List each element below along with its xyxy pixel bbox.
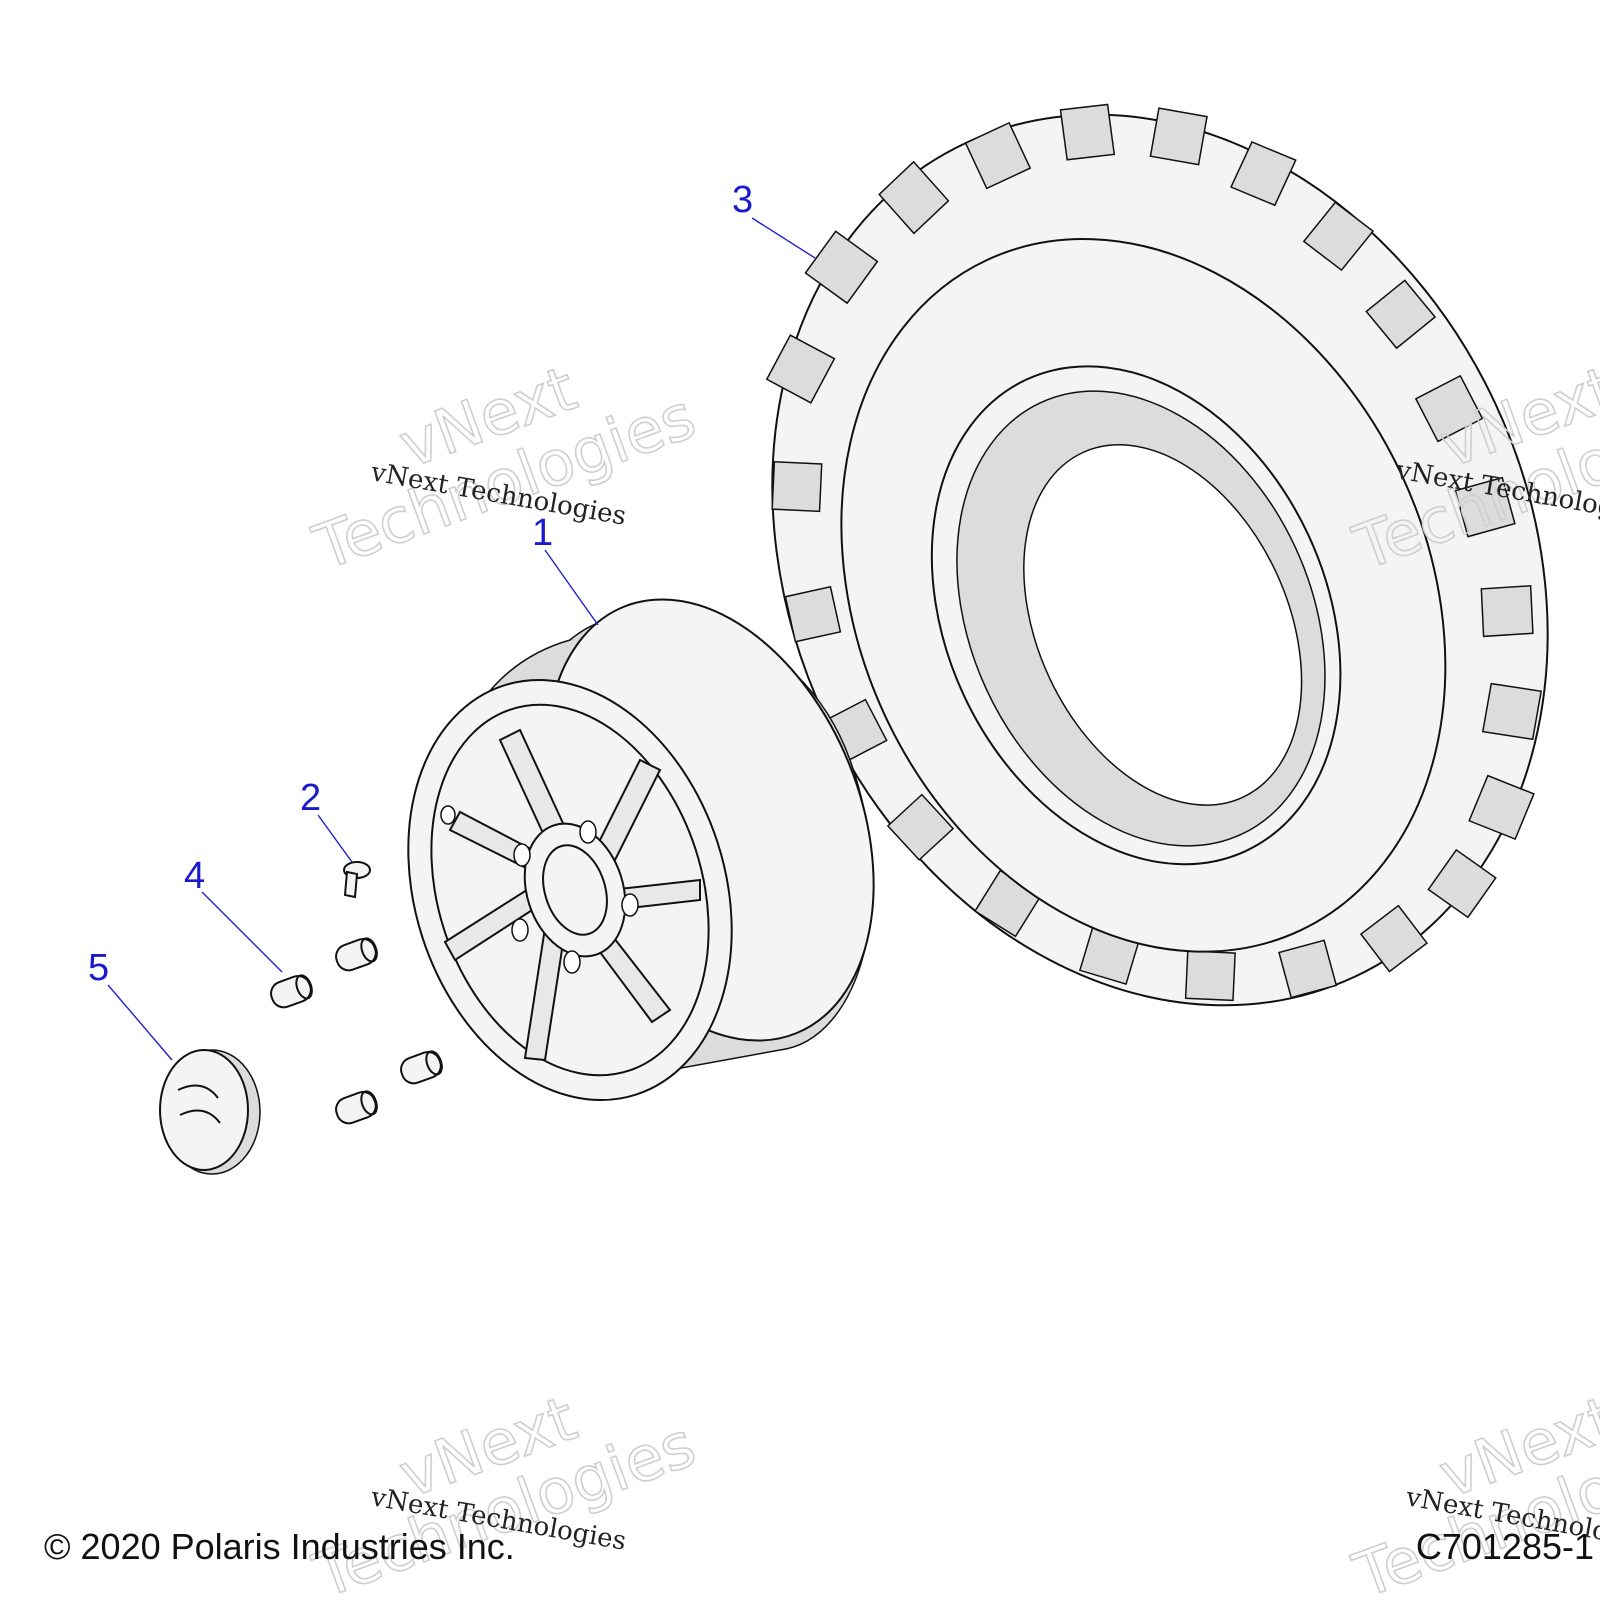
- lug-nut: [335, 937, 378, 972]
- lug-nut: [400, 1050, 443, 1085]
- wheel-spokes: [443, 728, 701, 1062]
- leader-2: [317, 814, 353, 863]
- center-cap: [159, 1049, 261, 1175]
- drawing-number: C701285-1: [1415, 1526, 1594, 1567]
- copyright-notice: © 2020 Polaris Industries Inc.: [44, 1526, 515, 1567]
- leader-4: [201, 891, 283, 973]
- leader-1: [544, 549, 599, 626]
- lug-nut: [335, 1090, 378, 1125]
- callout-4: 4: [184, 855, 205, 897]
- lug-nut: [270, 974, 313, 1009]
- callout-3: 3: [732, 179, 753, 221]
- leader-3: [751, 217, 816, 259]
- wheel: [407, 598, 875, 1102]
- callout-2: 2: [300, 777, 321, 819]
- lug-holes: [440, 805, 639, 974]
- leader-5: [107, 984, 173, 1061]
- lug-nuts: [270, 937, 443, 1125]
- callout-5: 5: [88, 947, 109, 989]
- tire: [765, 103, 1549, 1007]
- watermark-top-left: vNext Technologies vNext Technologies: [303, 351, 705, 585]
- valve-stem: [343, 861, 371, 899]
- callouts: 1 2 3 4 5: [88, 179, 816, 1061]
- callout-1: 1: [532, 512, 553, 554]
- tire-tread: [765, 103, 1543, 1002]
